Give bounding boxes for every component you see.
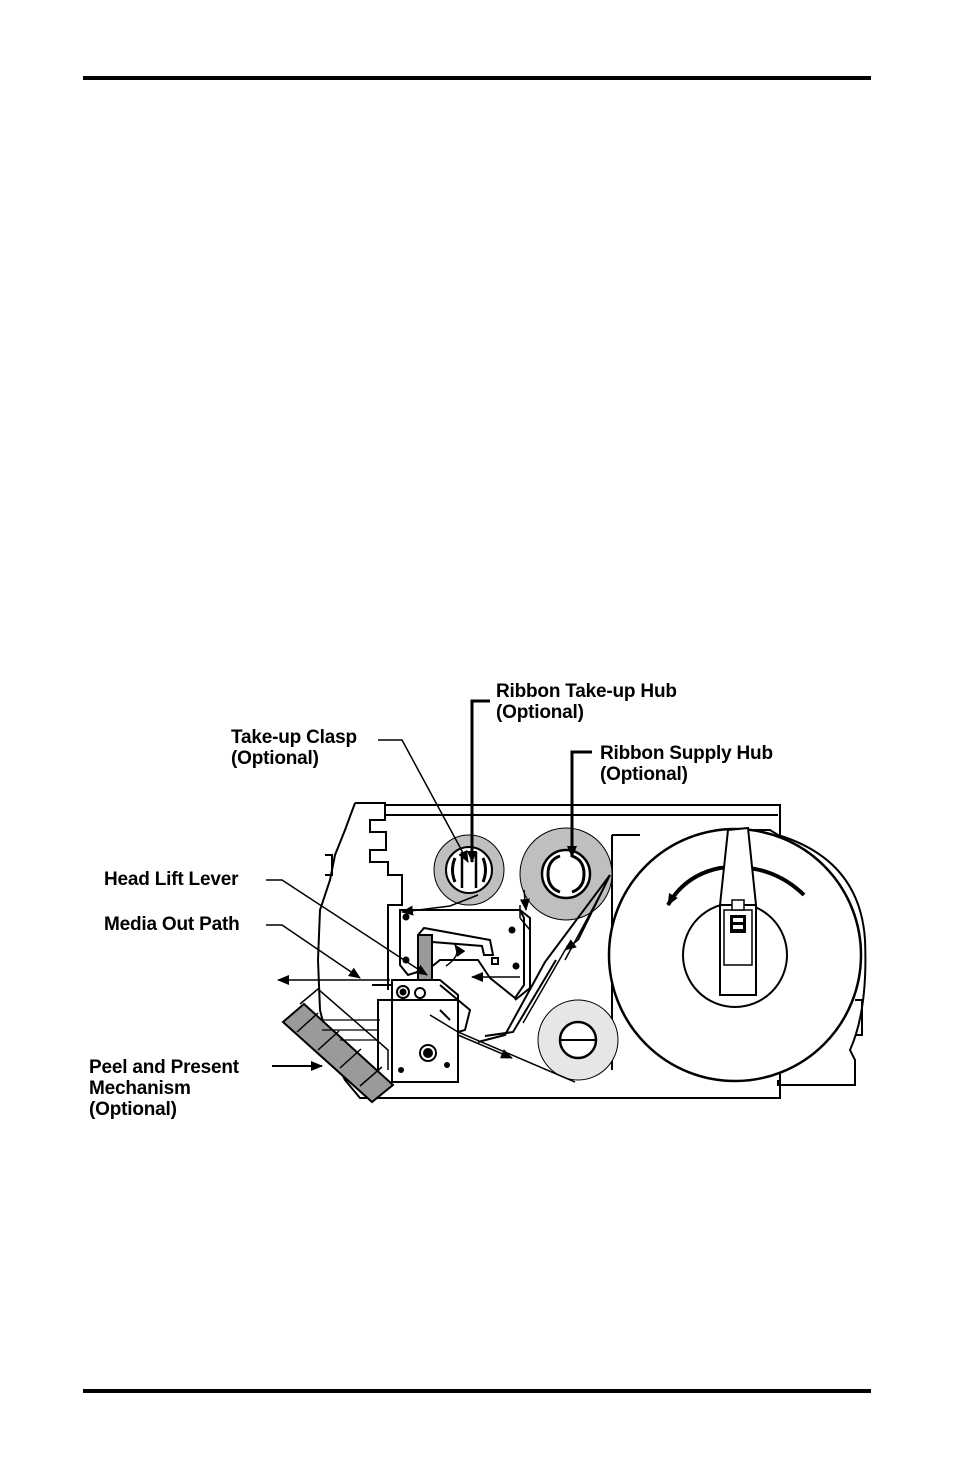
- ribbon-takeup-hub: [433, 834, 505, 906]
- peel-and-present-title: Peel and Present: [89, 1057, 239, 1078]
- ribbon-rewind-roller: [537, 999, 619, 1081]
- ribbon-supply-hub-note: (Optional): [600, 764, 688, 785]
- header-rule: [83, 76, 871, 80]
- ribbon-takeup-hub-label: Ribbon Take-up Hub (Optional): [496, 681, 677, 723]
- ribbon-supply-hub: [519, 827, 613, 921]
- ribbon-supply-hub-title: Ribbon Supply Hub: [600, 743, 773, 764]
- peel-and-present-label: Peel and Present Mechanism (Optional): [89, 1057, 239, 1120]
- ribbon-takeup-hub-title: Ribbon Take-up Hub: [496, 681, 677, 702]
- callout-leaders: [266, 699, 592, 1071]
- head-lift-lever-label: Head Lift Lever: [104, 869, 239, 890]
- media-out-path-label: Media Out Path: [104, 914, 240, 935]
- takeup-clasp-title: Take-up Clasp: [231, 727, 357, 748]
- takeup-clasp-note: (Optional): [231, 748, 319, 769]
- media-and-ribbon-paths: [401, 874, 611, 1083]
- peel-and-present-mechanism: [281, 988, 395, 1104]
- takeup-clasp-label: Take-up Clasp (Optional): [231, 727, 357, 769]
- peel-and-present-subtitle: Mechanism: [89, 1078, 191, 1099]
- peel-and-present-note: (Optional): [89, 1099, 177, 1120]
- print-mechanism: [372, 909, 531, 1083]
- media-roll: [607, 826, 867, 1086]
- ribbon-takeup-hub-note: (Optional): [496, 702, 584, 723]
- footer-rule: [83, 1389, 871, 1393]
- ribbon-supply-hub-label: Ribbon Supply Hub (Optional): [600, 743, 773, 785]
